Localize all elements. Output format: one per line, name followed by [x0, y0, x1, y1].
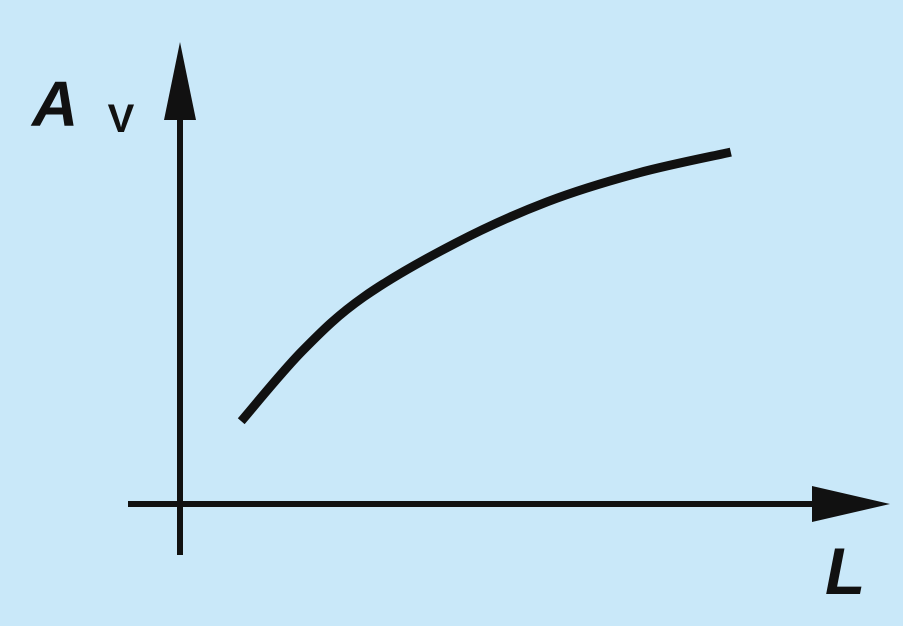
- y-axis-label: A V: [30, 68, 135, 141]
- x-axis-label: L: [825, 534, 865, 608]
- y-axis-label-subscript: V: [108, 97, 135, 141]
- x-axis-arrow: [812, 486, 890, 522]
- series-line-0: [237, 147, 732, 425]
- y-axis-arrow: [164, 42, 196, 120]
- series-layer: [237, 147, 732, 425]
- y-axis-label-main: A: [30, 68, 76, 140]
- axes: [128, 42, 890, 555]
